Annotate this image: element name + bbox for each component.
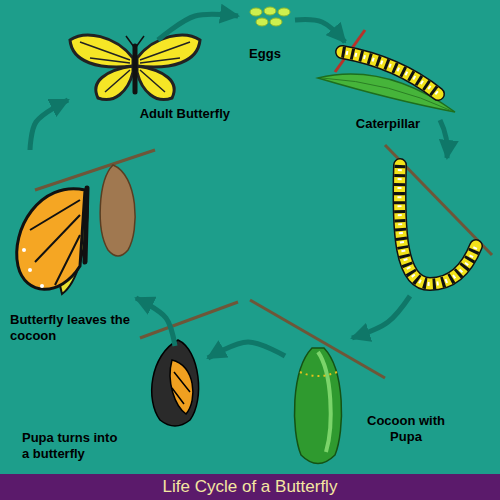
caterpillar-picture <box>342 52 438 94</box>
cocoon-picture <box>318 352 331 452</box>
adult-butterfly-picture <box>133 46 138 92</box>
adult-butterfly-picture <box>70 35 200 99</box>
hanging-caterpillar-picture <box>399 165 476 284</box>
hanging-caterpillar-picture <box>399 165 476 284</box>
eggs-picture <box>278 8 290 16</box>
cycle-arrow <box>352 296 410 338</box>
cycle-arrow <box>158 14 238 40</box>
emerging-butterfly-picture <box>35 150 155 190</box>
stage-node: Butterfly leaves the cocoon <box>4 150 136 348</box>
diagram-title: Life Cycle of a Butterfly <box>0 474 500 500</box>
emerging-butterfly-picture <box>17 150 155 294</box>
emerging-butterfly-picture <box>28 268 32 272</box>
eggs-picture <box>250 7 290 26</box>
pupa-picture <box>170 360 193 414</box>
caterpillar-picture <box>342 52 438 94</box>
eggs-picture <box>270 18 282 26</box>
stage-label: Eggs <box>238 46 292 62</box>
stage-arrow <box>440 120 447 158</box>
hanging-caterpillar-picture <box>399 165 476 284</box>
hanging-caterpillar-picture <box>385 145 492 284</box>
emerging-butterfly-picture <box>85 188 87 262</box>
cocoon-picture <box>250 300 385 464</box>
eggs-picture <box>250 8 262 16</box>
title-bar: Life Cycle of a Butterfly <box>0 474 500 500</box>
emerging-butterfly-picture <box>22 248 26 252</box>
pupa-picture <box>172 372 190 404</box>
cocoon-picture <box>300 372 337 376</box>
cycle-arrow <box>136 298 175 346</box>
cycle-arrow <box>30 100 68 150</box>
caterpillar-picture <box>342 52 438 94</box>
stage-node: Cocoon with Pupa <box>285 338 460 466</box>
hanging-caterpillar-picture <box>399 165 476 284</box>
eggs-picture <box>256 18 268 26</box>
stage-label: Pupa turns into a butterfly <box>22 430 128 463</box>
emerging-butterfly-picture <box>17 189 85 290</box>
cycle-arrow <box>208 342 285 358</box>
eggs-picture <box>264 7 276 15</box>
caterpillar-picture <box>342 52 438 94</box>
stage-node: Pupa turns into a butterfly <box>18 346 208 466</box>
pupa-picture <box>140 302 238 426</box>
pupa-picture <box>152 340 199 426</box>
adult-butterfly-picture <box>80 42 190 92</box>
stage-label: Butterfly leaves the cocoon <box>10 312 130 345</box>
emerging-butterfly-picture <box>100 165 135 256</box>
stage-node: Eggs <box>238 4 295 65</box>
adult-butterfly-picture <box>126 36 144 47</box>
cycle-arrow <box>295 20 345 42</box>
stage-label: Caterpillar <box>338 116 438 132</box>
emerging-butterfly-picture <box>30 200 80 285</box>
stage-label: Cocoon with Pupa <box>355 413 457 446</box>
caterpillar-picture <box>318 30 455 112</box>
cocoon-picture <box>295 348 342 464</box>
stage-label: Adult Butterfly <box>120 106 230 122</box>
emerging-butterfly-picture <box>40 284 44 288</box>
stage-node: Caterpillar <box>312 42 490 296</box>
stage-node: Adult Butterfly <box>68 40 233 125</box>
